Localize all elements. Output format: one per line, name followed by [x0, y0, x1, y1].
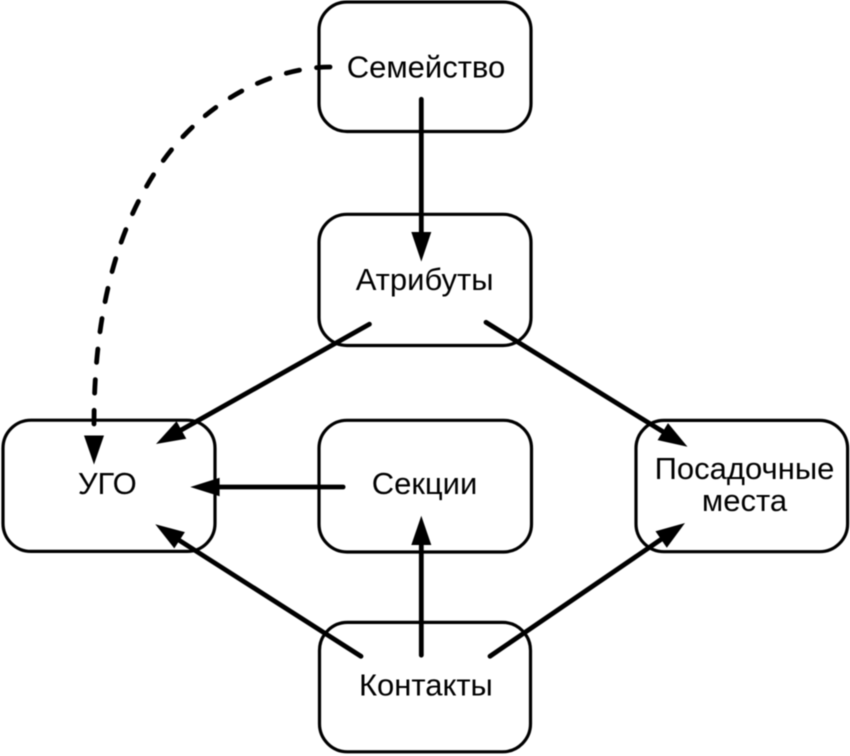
svg-text:УГО: УГО	[78, 466, 137, 501]
svg-text:Атрибуты: Атрибуты	[356, 262, 494, 297]
svg-text:Семейство: Семейство	[347, 50, 506, 85]
svg-text:Посадочные: Посадочные	[655, 451, 835, 486]
svg-text:Контакты: Контакты	[359, 668, 493, 703]
svg-text:места: места	[702, 483, 788, 518]
svg-text:Секции: Секции	[372, 466, 478, 501]
